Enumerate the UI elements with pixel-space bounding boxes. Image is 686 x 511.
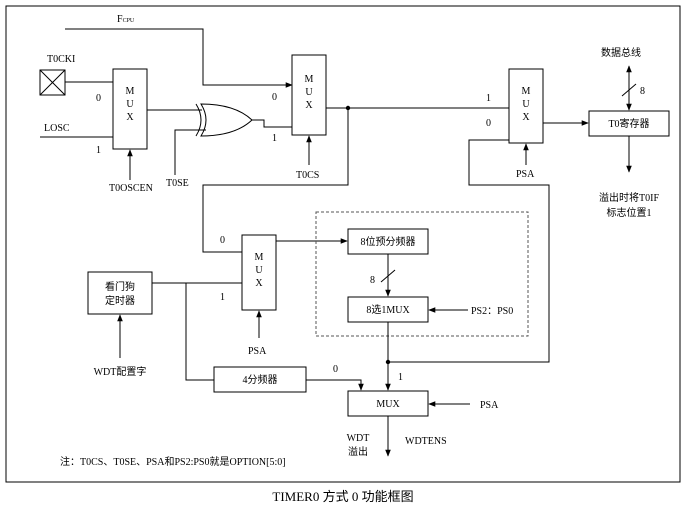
wdtens-label: WDTENS bbox=[405, 436, 447, 447]
psa-label-middle: PSA bbox=[248, 346, 267, 357]
prescaler-width-label: 8 bbox=[370, 275, 375, 286]
t0se-label: T0SE bbox=[166, 178, 189, 189]
svg-text:U: U bbox=[522, 99, 530, 110]
svg-text:X: X bbox=[126, 112, 134, 123]
t0se-wire bbox=[174, 129, 206, 175]
mux4-input-1: 1 bbox=[486, 93, 491, 104]
mux5-input-1: 1 bbox=[398, 372, 403, 383]
clock-to-mux3-wire bbox=[202, 108, 349, 253]
svg-text:M: M bbox=[255, 252, 264, 263]
t0-register bbox=[588, 110, 670, 137]
mux-wdt-output bbox=[347, 390, 429, 417]
mux-output-select: M U X bbox=[508, 68, 544, 144]
mux-prescaler-assign: M U X bbox=[241, 234, 277, 311]
watchdog-label-line2: 定时器 bbox=[105, 294, 135, 307]
wdt-config-label: WDT配置字 bbox=[94, 365, 147, 378]
watchdog-timer bbox=[87, 271, 153, 315]
wdt-overflow-line2: 溢出 bbox=[348, 445, 368, 458]
svg-text:U: U bbox=[305, 87, 313, 98]
mux-clock-source: M U X bbox=[291, 54, 327, 136]
divider-by-4 bbox=[213, 366, 307, 393]
svg-text:M: M bbox=[126, 86, 135, 97]
xor-gate bbox=[195, 103, 253, 137]
svg-text:M: M bbox=[305, 74, 314, 85]
xor-output-wire bbox=[252, 119, 292, 128]
select-mux-8to1 bbox=[347, 296, 429, 323]
watchdog-to-div4-wire bbox=[185, 283, 214, 381]
t0cki-label: T0CKI bbox=[47, 54, 75, 65]
prescaler-group-outline bbox=[315, 211, 529, 337]
select-mux-label: 8选1MUX bbox=[366, 303, 410, 316]
figure-caption: TIMER0 方式 0 功能框图 bbox=[272, 489, 413, 504]
wdt-overflow-line1: WDT bbox=[347, 433, 370, 444]
t0oscen-label: T0OSCEN bbox=[109, 183, 153, 194]
svg-text:U: U bbox=[126, 99, 134, 110]
t0-register-label: T0寄存器 bbox=[608, 117, 649, 130]
mux3-input-0: 0 bbox=[220, 235, 225, 246]
div4-to-wdtmux-wire bbox=[306, 379, 364, 391]
svg-text:X: X bbox=[522, 112, 530, 123]
divider-label: 4分频器 bbox=[243, 373, 278, 386]
psa-label-bottom: PSA bbox=[480, 400, 499, 411]
t0cki-pin-icon bbox=[39, 69, 66, 96]
prescaler-label: 8位预分频器 bbox=[361, 235, 416, 248]
mux5-input-0: 0 bbox=[333, 364, 338, 375]
fcpu-label: FCPU bbox=[117, 14, 135, 25]
svg-text:M: M bbox=[522, 86, 531, 97]
mux3-input-1: 1 bbox=[220, 292, 225, 303]
overflow-note-line2: 标志位置1 bbox=[607, 206, 652, 219]
prescaler-to-mux4-wire bbox=[388, 139, 550, 363]
svg-text:X: X bbox=[255, 278, 263, 289]
diagram-frame bbox=[5, 5, 681, 483]
note-text: 注：T0CS、T0SE、PSA和PS2:PS0就是OPTION[5:0] bbox=[60, 455, 286, 468]
mux2-input-0: 0 bbox=[272, 92, 277, 103]
t0cs-label: T0CS bbox=[296, 170, 319, 181]
overflow-note-line1: 溢出时将T0IF bbox=[599, 191, 659, 204]
bus-width-slash bbox=[621, 83, 637, 97]
svg-text:U: U bbox=[255, 265, 263, 276]
psa-label-top: PSA bbox=[516, 169, 535, 180]
mux1-input-0: 0 bbox=[96, 93, 101, 104]
watchdog-label-line1: 看门狗 bbox=[105, 280, 135, 293]
svg-text:X: X bbox=[305, 100, 313, 111]
bus-width-label: 8 bbox=[640, 86, 645, 97]
data-bus-label: 数据总线 bbox=[601, 46, 641, 59]
ps-bits-label: PS2：PS0 bbox=[471, 306, 513, 317]
losc-label: LOSC bbox=[44, 123, 70, 134]
mux4-input-0: 0 bbox=[486, 118, 491, 129]
mux-wdt-output-label: MUX bbox=[376, 399, 400, 410]
fcpu-wire bbox=[65, 28, 293, 88]
mux1-input-1: 1 bbox=[96, 145, 101, 156]
prescaler-width-slash bbox=[380, 269, 396, 283]
prescaler-8bit bbox=[347, 228, 429, 255]
mux2-input-1: 1 bbox=[272, 133, 277, 144]
mux-oscillator-select: M U X bbox=[112, 68, 148, 150]
